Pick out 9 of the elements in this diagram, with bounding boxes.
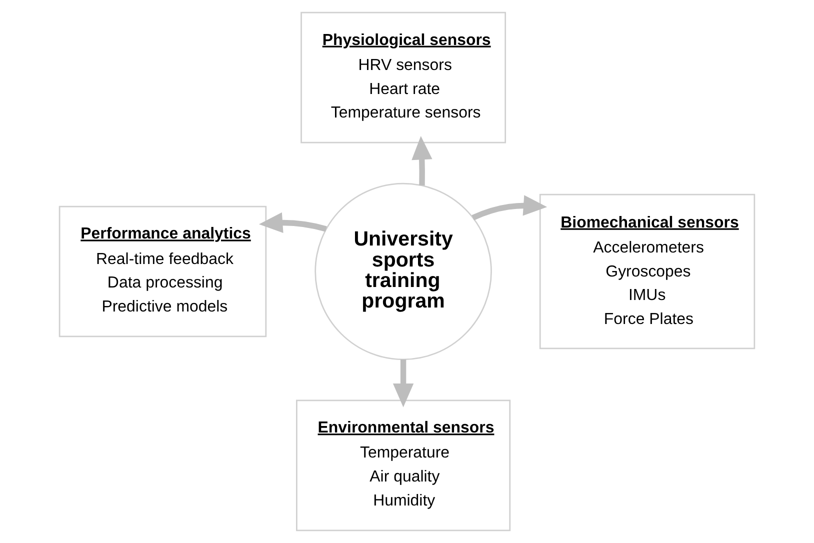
node-box: Performance analytics Real-time feedback Data processing Predictive models [58, 206, 267, 338]
arrow [259, 212, 327, 233]
arrow [472, 195, 548, 220]
arrow [392, 359, 414, 408]
node-box: Environmental sensors Temperature Air quality Humidity [296, 400, 511, 532]
node-box: Biomechanical sensors Accelerometers Gyroscopes IMUs Force Plates [539, 194, 756, 350]
arrow [412, 136, 432, 186]
node-box: Physiological sensors HRV sensors Heart rate Temperature sensors [300, 12, 506, 144]
node-circle: University sports training program [314, 182, 492, 360]
